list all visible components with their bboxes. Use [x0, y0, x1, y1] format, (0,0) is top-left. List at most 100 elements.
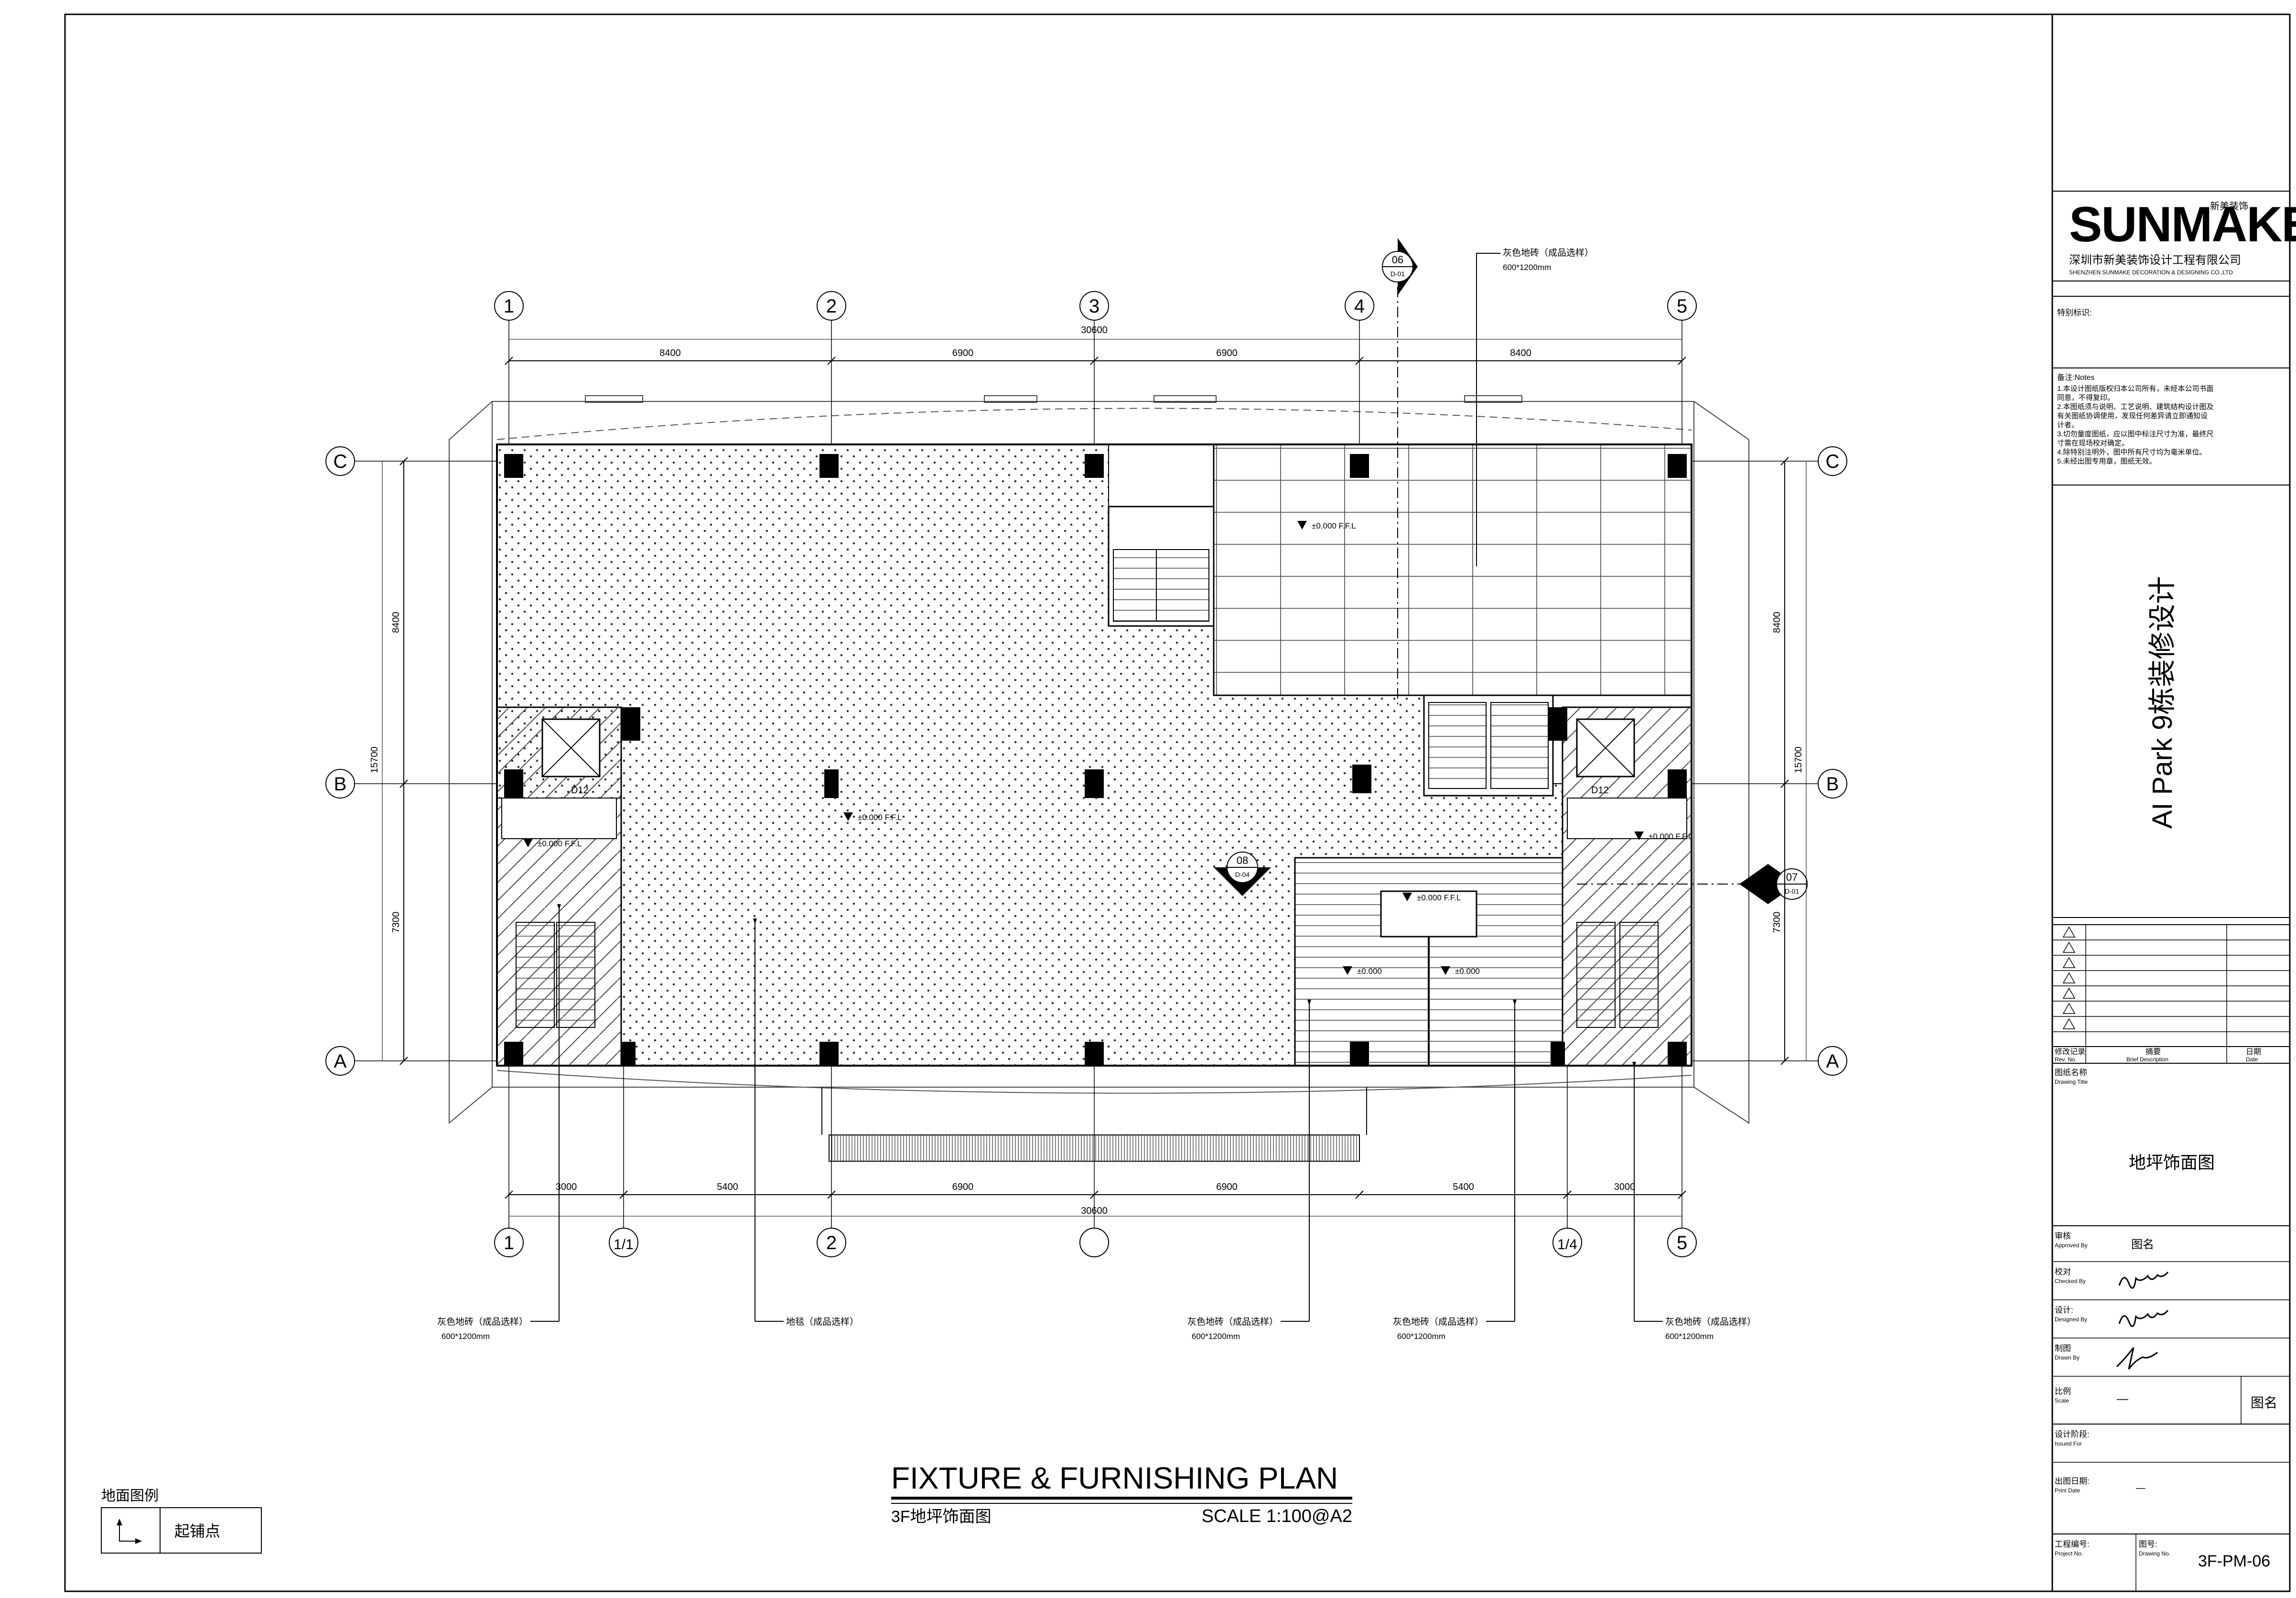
note-line: 寸需在现场校对确定。: [2057, 439, 2129, 447]
grid-bubble-bottom: 1: [504, 1232, 514, 1253]
company-name-cn: 深圳市新美装饰设计工程有限公司: [2069, 254, 2241, 267]
level-7: ±0.000: [1455, 967, 1480, 976]
section-mark-08: 08 D-04: [1214, 852, 1271, 896]
svg-text:06: 06: [1392, 254, 1403, 266]
signature-checked: [2118, 1271, 2169, 1289]
door-tag-right: D12: [1591, 785, 1609, 796]
revision-triangle-icon: [2062, 941, 2076, 953]
grid-bubble-right: B: [1826, 774, 1839, 795]
revision-triangle-icon: [2062, 987, 2076, 999]
dim-left: 7300: [391, 912, 401, 933]
material-callout: 灰色地砖（成品选样）600*1200mm: [1393, 1000, 1517, 1341]
logo-cn: 新美装饰: [2210, 201, 2248, 212]
logo-wordmark: SUNMAKE: [2069, 197, 2296, 252]
svg-text:Approved By: Approved By: [2055, 1242, 2088, 1249]
dim-bottom: 3000: [1614, 1182, 1636, 1192]
note-line: 3.切勿量度图纸，应以图中标注尺寸为准，最终尺: [2057, 430, 2214, 438]
grid-bubble-right: C: [1826, 451, 1840, 472]
svg-text:修改记录: 修改记录: [2055, 1047, 2085, 1056]
plan-title: FIXTURE & FURNISHING PLAN: [891, 1461, 1338, 1495]
company-logo: SUNMAKE 新美装饰 深圳市新美装饰设计工程有限公司 SHENZHEN SU…: [2069, 197, 2296, 276]
notes: 备注:Notes 1.本设计图纸版权归本公司所有，未经本公司书面 同意，不得复印…: [2057, 373, 2214, 465]
svg-text:校对: 校对: [2055, 1267, 2071, 1276]
dim-left-total: 15700: [369, 746, 380, 773]
callout-line1: 地毯（成品选样）: [786, 1317, 859, 1327]
signature-designed: [2118, 1309, 2169, 1327]
signoff-rows: 审核 Approved By 图名 校对 Checked By 设计: Desi…: [2055, 1231, 2277, 1570]
note-line: 同意，不得复印。: [2057, 393, 2114, 402]
material-callout: 地毯（成品选样）: [753, 918, 859, 1327]
note-line: 计者。: [2057, 421, 2079, 429]
revision-triangle-icon: [2062, 926, 2076, 938]
drawing-number: 3F-PM-06: [2198, 1552, 2270, 1570]
plan-subtitle: 3F地坪饰面图: [891, 1508, 992, 1526]
svg-text:设计:: 设计:: [2055, 1306, 2073, 1315]
dim-top: 6900: [1216, 348, 1238, 358]
svg-text:工程编号:: 工程编号:: [2055, 1540, 2090, 1549]
grid-bubble-bottom: 1/1: [614, 1237, 634, 1252]
svg-text:图名: 图名: [2251, 1395, 2277, 1410]
svg-text:图名: 图名: [2131, 1238, 2154, 1251]
revision-triangle-icon: [2062, 972, 2076, 983]
outer-frame: [64, 13, 2291, 1592]
grid-bubble-bottom: 1/4: [1557, 1237, 1577, 1252]
svg-text:Issued For: Issued For: [2055, 1440, 2082, 1447]
grid-bubble-top: 5: [1677, 296, 1687, 317]
svg-text:D-01: D-01: [1785, 887, 1800, 895]
dim-bottom: 3000: [556, 1182, 577, 1192]
svg-text:08: 08: [1237, 854, 1248, 866]
grid-bubble-top: 1: [504, 296, 514, 317]
svg-text:Drawing No.: Drawing No.: [2139, 1550, 2170, 1557]
grid-bubble-left: B: [334, 774, 347, 795]
callout-line1: 灰色地砖（成品选样）: [1665, 1317, 1756, 1327]
floor-legend: 地面图例 起铺点: [101, 1488, 262, 1554]
grid-bubble-bottom: 5: [1677, 1232, 1687, 1253]
revision-table: [2052, 924, 2290, 1064]
section-mark-06: 06 D-01: [1382, 238, 1418, 707]
svg-text:Scale: Scale: [2055, 1397, 2069, 1404]
callout-line2: 600*1200mm: [1192, 1332, 1240, 1341]
svg-text:Drawing Title: Drawing Title: [2055, 1079, 2088, 1085]
revision-triangle-icon: [2062, 1003, 2076, 1014]
svg-text:审核: 审核: [2055, 1231, 2071, 1241]
grid-bubble-left: A: [334, 1051, 347, 1072]
svg-text:备注:Notes: 备注:Notes: [2057, 373, 2094, 382]
grid-bubble-right: A: [1826, 1051, 1839, 1072]
level-6: ±0.000: [1357, 967, 1382, 976]
floor-plan: ±0.000 F.F.L ±0.000 F.F.L ±0.000 F.F.L ±…: [449, 238, 1808, 1162]
structural-columns: [504, 454, 1687, 1066]
svg-text:日期: 日期: [2246, 1047, 2261, 1056]
dim-right-total: 15700: [1793, 746, 1804, 773]
plan-title-block: FIXTURE & FURNISHING PLAN 3F地坪饰面图 SCALE …: [891, 1461, 1352, 1526]
svg-text:Brief Description: Brief Description: [2126, 1056, 2168, 1063]
note-line: 有关图纸协调使用，发现任何差异请立即通知设: [2057, 412, 2208, 420]
legend-title: 地面图例: [101, 1488, 159, 1504]
revision-markers: [2062, 926, 2076, 1029]
level-3: ±0.000 F.F.L: [538, 839, 582, 848]
callout-line2: 600*1200mm: [442, 1332, 490, 1341]
grid-bubble-top: 3: [1089, 296, 1099, 317]
callout-line2: 600*1200mm: [1665, 1332, 1714, 1341]
svg-text:D-04: D-04: [1235, 871, 1250, 878]
plan-scale: SCALE 1:100@A2: [1202, 1506, 1352, 1526]
material-callout: 灰色地砖（成品选样）600*1200mm: [437, 904, 561, 1341]
grid-bubble-top: 2: [826, 296, 837, 317]
legend-item: 起铺点: [174, 1522, 220, 1540]
callout-line1: 灰色地砖（成品选样）: [1393, 1317, 1484, 1327]
svg-text:Date: Date: [2246, 1056, 2258, 1063]
drawing-title-area: 图纸名称 Drawing Title 地坪饰面图: [2055, 1068, 2215, 1172]
svg-text:设计阶段:: 设计阶段:: [2055, 1430, 2090, 1439]
note-line: 2.本图纸须与说明、工艺说明、建筑结构设计图及: [2057, 403, 2214, 411]
dim-right: 7300: [1772, 912, 1782, 933]
dim-top: 8400: [659, 348, 681, 358]
svg-text:Print Date: Print Date: [2055, 1487, 2080, 1494]
svg-text:07: 07: [1786, 871, 1798, 883]
level-2: ±0.000 F.F.L: [858, 813, 902, 822]
drawing-title: 地坪饰面图: [2129, 1153, 2215, 1172]
note-line: 1.本设计图纸版权归本公司所有，未经本公司书面: [2057, 385, 2214, 393]
title-block: [2052, 191, 2290, 1591]
dim-top-total: 30600: [1081, 325, 1108, 335]
dim-bottom: 5400: [717, 1182, 738, 1192]
svg-text:—: —: [2136, 1483, 2145, 1493]
